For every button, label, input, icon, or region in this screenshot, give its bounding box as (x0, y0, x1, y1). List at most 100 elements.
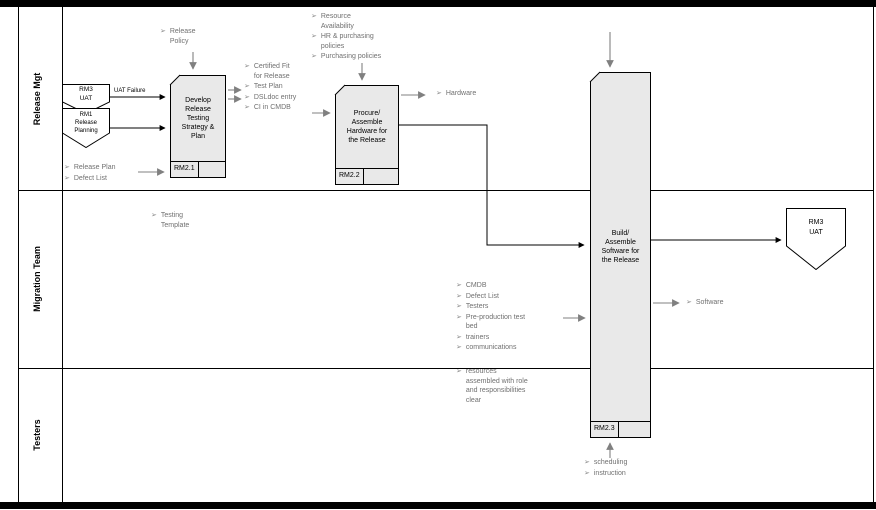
chevron-bullet-icon: ➢ (456, 303, 462, 310)
chevron-bullet-icon: ➢ (584, 459, 590, 466)
list-testing-template: ➢ Testing Template (151, 211, 189, 230)
chevron-bullet-icon: ➢ (436, 90, 442, 97)
list-build-inputs: ➢ CMDB ➢ Defect List ➢ Testers ➢ Pre-pro… (456, 281, 525, 353)
chevron-bullet-icon: ➢ (584, 469, 590, 477)
connector-rm1-release-planning: RM1 Release Planning (62, 108, 110, 148)
chevron-bullet-icon: ➢ (456, 313, 462, 321)
list-item-label: scheduling (593, 459, 628, 466)
list-item-label: Pre-production test bed (465, 313, 526, 331)
list-item: ➢ Hardware (436, 89, 476, 99)
process-tag: RM2.1 (171, 162, 199, 177)
chevron-bullet-icon: ➢ (456, 333, 462, 341)
list-item-label: HR & purchasing policies (320, 33, 374, 50)
list-item: ➢ DSLdoc entry (244, 93, 296, 103)
chevron-bullet-icon: ➢ (64, 174, 70, 182)
list-develop-inputs: ➢ Release Plan ➢ Defect List (64, 163, 116, 183)
chevron-bullet-icon: ➢ (311, 53, 317, 60)
list-item-label: Testing Template (160, 212, 190, 229)
list-item: ➢ Defect List (456, 292, 525, 302)
chevron-bullet-icon: ➢ (244, 104, 250, 111)
list-item: ➢ scheduling (584, 458, 627, 468)
list-item: ➢ communications (456, 343, 525, 353)
list-item: ➢ Release Policy (160, 27, 196, 46)
list-item-label: CI in CMDB (253, 104, 291, 111)
list-item-label: Hardware (445, 90, 477, 97)
pentagon-shape (62, 84, 110, 114)
process-tag-row: RM2.2 (336, 168, 398, 184)
list-item-label: resources assembled with role and respon… (465, 368, 528, 404)
list-item: ➢ Resource Availability (311, 12, 381, 31)
list-item-label: communications (465, 344, 517, 351)
list-item: ➢ Pre-production test bed (456, 313, 525, 332)
pentagon-shape (786, 208, 846, 270)
list-item: ➢ Certified Fit for Release (244, 62, 296, 81)
list-item-label: DSLdoc entry (253, 93, 297, 101)
connector-label: RM3 UAT (808, 219, 824, 236)
process-build-assemble-software: Build/ Assemble Software for the Release… (590, 72, 651, 438)
list-item: ➢ CI in CMDB (244, 103, 296, 113)
list-item-label: instruction (593, 469, 626, 477)
list-item: ➢ HR & purchasing policies (311, 32, 381, 51)
process-tag: RM2.3 (591, 422, 619, 437)
list-item-label: Defect List (73, 174, 107, 182)
list-item: ➢ Testers (456, 302, 525, 312)
process-develop-release-testing: Develop Release Testing Strategy & Plan … (170, 75, 226, 178)
pentagon-shape (62, 108, 110, 148)
process-title: Build/ Assemble Software for the Release (601, 230, 640, 264)
process-title: Develop Release Testing Strategy & Plan (181, 97, 215, 140)
chevron-bullet-icon: ➢ (456, 368, 462, 375)
list-item: ➢ trainers (456, 333, 525, 343)
uat-failure-label: UAT Failure (114, 88, 146, 94)
list-item: ➢ Purchasing policies (311, 52, 381, 62)
list-item-label: Testers (465, 303, 489, 310)
list-item: ➢ Test Plan (244, 82, 296, 92)
connector-label: RM3 UAT (79, 86, 93, 102)
connector-rm3-uat-right: RM3 UAT (786, 208, 846, 270)
lane-label-release-mgt: Release Mgt (32, 72, 42, 126)
chevron-bullet-icon: ➢ (151, 212, 157, 219)
process-title: Procure/ Assemble Hardware for the Relea… (346, 110, 388, 144)
list-item-label: Purchasing policies (320, 53, 382, 60)
list-testers-note: ➢ resources assembled with role and resp… (456, 367, 528, 405)
list-item-label: Software (695, 299, 724, 306)
list-item: ➢ resources assembled with role and resp… (456, 367, 528, 405)
list-release-policy: ➢ Release Policy (160, 27, 196, 46)
list-item-label: CMDB (465, 282, 487, 289)
chevron-bullet-icon: ➢ (244, 83, 250, 90)
process-procure-assemble-hardware: Procure/ Assemble Hardware for the Relea… (335, 85, 399, 185)
lane-label-testers: Testers (32, 419, 42, 451)
list-item-label: Release Plan (73, 164, 116, 171)
list-item: ➢ CMDB (456, 281, 525, 291)
list-hardware-output: ➢ Hardware (436, 89, 476, 99)
process-tag-row: RM2.1 (171, 161, 225, 177)
list-item: ➢ Defect List (64, 174, 116, 184)
list-software-output: ➢ Software (686, 298, 724, 308)
process-tag-row: RM2.3 (591, 421, 650, 437)
list-item: ➢ Software (686, 298, 724, 308)
chevron-bullet-icon: ➢ (456, 344, 462, 351)
chevron-bullet-icon: ➢ (686, 299, 692, 306)
chevron-bullet-icon: ➢ (311, 13, 317, 20)
list-procure-inputs: ➢ Resource Availability ➢ HR & purchasin… (311, 12, 381, 62)
list-schedule-inputs: ➢ scheduling ➢ instruction (584, 458, 627, 478)
list-item: ➢ Testing Template (151, 211, 189, 230)
chevron-bullet-icon: ➢ (64, 164, 70, 171)
list-item: ➢ Release Plan (64, 163, 116, 173)
list-item-label: Defect List (465, 292, 499, 300)
lane-label-migration-team: Migration Team (32, 246, 42, 312)
chevron-bullet-icon: ➢ (244, 93, 250, 101)
chevron-bullet-icon: ➢ (456, 282, 462, 289)
process-tag: RM2.2 (336, 169, 364, 184)
connector-label: RM1 Release Planning (74, 112, 98, 134)
chevron-bullet-icon: ➢ (160, 28, 166, 35)
list-item-label: Resource Availability (320, 13, 354, 30)
chevron-bullet-icon: ➢ (311, 33, 317, 40)
chevron-bullet-icon: ➢ (456, 292, 462, 300)
list-develop-outputs: ➢ Certified Fit for Release ➢ Test Plan … (244, 62, 296, 113)
list-item: ➢ instruction (584, 469, 627, 479)
list-item-label: Certified Fit for Release (253, 63, 290, 80)
list-item-label: trainers (465, 333, 490, 341)
